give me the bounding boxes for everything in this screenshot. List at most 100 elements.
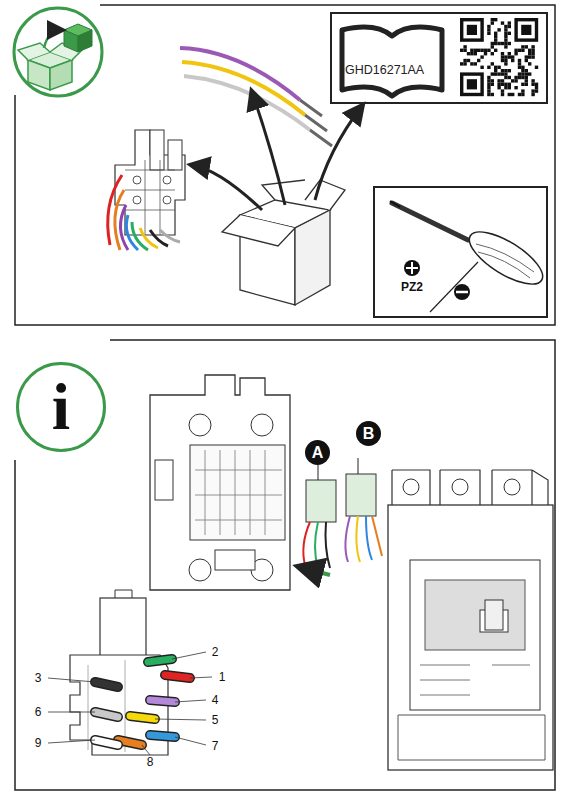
qr-code xyxy=(504,55,507,58)
unpack-icon xyxy=(14,8,102,96)
manual-book-icon xyxy=(342,27,442,96)
manual-book-icon xyxy=(342,27,442,96)
qr-code xyxy=(535,86,538,89)
qr-code xyxy=(518,93,521,96)
qr-code xyxy=(514,18,538,42)
wire-end xyxy=(95,682,118,687)
wire-end xyxy=(165,675,190,678)
qr-code xyxy=(487,49,490,52)
qr-code xyxy=(501,69,504,72)
callout-number: 3 xyxy=(26,670,50,686)
wire-end xyxy=(150,735,175,737)
qr-code xyxy=(525,55,528,58)
circuit-breaker xyxy=(388,470,553,770)
circuit-breaker xyxy=(504,479,520,495)
qr-code xyxy=(501,89,504,92)
plug-in-base xyxy=(155,460,173,500)
unpack-icon xyxy=(78,30,92,52)
unpack-icon xyxy=(28,60,50,90)
qr-code xyxy=(460,72,484,96)
qr-code xyxy=(460,18,484,42)
spare-wires xyxy=(182,62,305,115)
qr-code xyxy=(463,49,466,52)
qr-code xyxy=(501,83,504,86)
qr-code xyxy=(467,25,477,35)
screwdriver xyxy=(454,284,470,300)
qr-code xyxy=(531,93,534,96)
screwdriver xyxy=(390,201,400,207)
wire-end xyxy=(165,675,190,678)
open-box xyxy=(252,92,285,205)
qr-code xyxy=(494,35,497,38)
leader-line xyxy=(48,678,95,682)
qr-code xyxy=(494,66,497,69)
callout-number: 2 xyxy=(203,644,227,660)
qr-code xyxy=(463,76,480,93)
qr-code xyxy=(467,79,477,89)
wire-end xyxy=(150,700,175,702)
qr-code xyxy=(528,49,531,52)
qr-code xyxy=(511,93,514,96)
qr-code xyxy=(508,76,511,79)
auxiliary-connector xyxy=(366,516,372,560)
qr-code xyxy=(521,89,524,92)
qr-code xyxy=(487,93,490,96)
qr-code xyxy=(480,49,483,52)
open-box xyxy=(192,165,262,210)
qr-code xyxy=(501,21,504,24)
terminal-block xyxy=(150,130,164,170)
terminal-block xyxy=(163,196,171,204)
terminal-block xyxy=(133,176,141,184)
qr-code xyxy=(460,18,538,96)
qr-code xyxy=(518,66,521,69)
qr-code xyxy=(463,21,480,38)
plug-in-base xyxy=(150,375,290,590)
qr-code xyxy=(474,49,477,52)
auxiliary-connector xyxy=(306,480,336,522)
qr-code xyxy=(508,83,511,86)
qr-code xyxy=(528,72,531,75)
auxiliary-connector xyxy=(372,516,382,556)
terminal-block xyxy=(160,230,180,242)
qr-code xyxy=(501,72,504,75)
qr-code xyxy=(504,35,507,38)
plug-in-base xyxy=(195,450,282,535)
wire-end xyxy=(130,716,155,719)
callout-number: 9 xyxy=(26,735,50,751)
qr-code xyxy=(491,83,494,86)
callout-number: 4 xyxy=(203,692,227,708)
qr-code xyxy=(491,52,494,55)
qr-code xyxy=(463,59,466,62)
qr-code xyxy=(508,42,511,45)
leader-line xyxy=(172,652,206,659)
qr-code xyxy=(497,42,500,45)
qr-code xyxy=(494,49,497,52)
qr-code xyxy=(497,86,500,89)
qr-code xyxy=(514,49,517,52)
qr-code xyxy=(494,18,497,21)
connector-detail xyxy=(115,590,132,598)
screwdriver xyxy=(404,260,420,276)
panel-frame xyxy=(15,5,555,325)
qr-code xyxy=(525,83,528,86)
qr-code xyxy=(504,76,507,79)
panel-frame xyxy=(15,340,555,790)
qr-code xyxy=(480,66,483,69)
qr-code xyxy=(508,32,511,35)
callout-letter: B xyxy=(356,421,381,446)
qr-code xyxy=(531,45,534,48)
qr-code xyxy=(474,52,477,55)
circuit-breaker xyxy=(452,479,468,495)
qr-code xyxy=(460,49,463,52)
qr-code xyxy=(480,55,483,58)
circuit-breaker xyxy=(420,665,530,695)
wire-end xyxy=(95,712,118,717)
qr-code xyxy=(535,83,538,86)
auxiliary-connector xyxy=(345,516,350,562)
screwdriver xyxy=(476,244,534,278)
callout-number: 8 xyxy=(138,754,162,770)
qr-code xyxy=(521,72,524,75)
qr-code xyxy=(531,55,534,58)
manual-reference-box: GHD16271AA xyxy=(330,12,548,104)
